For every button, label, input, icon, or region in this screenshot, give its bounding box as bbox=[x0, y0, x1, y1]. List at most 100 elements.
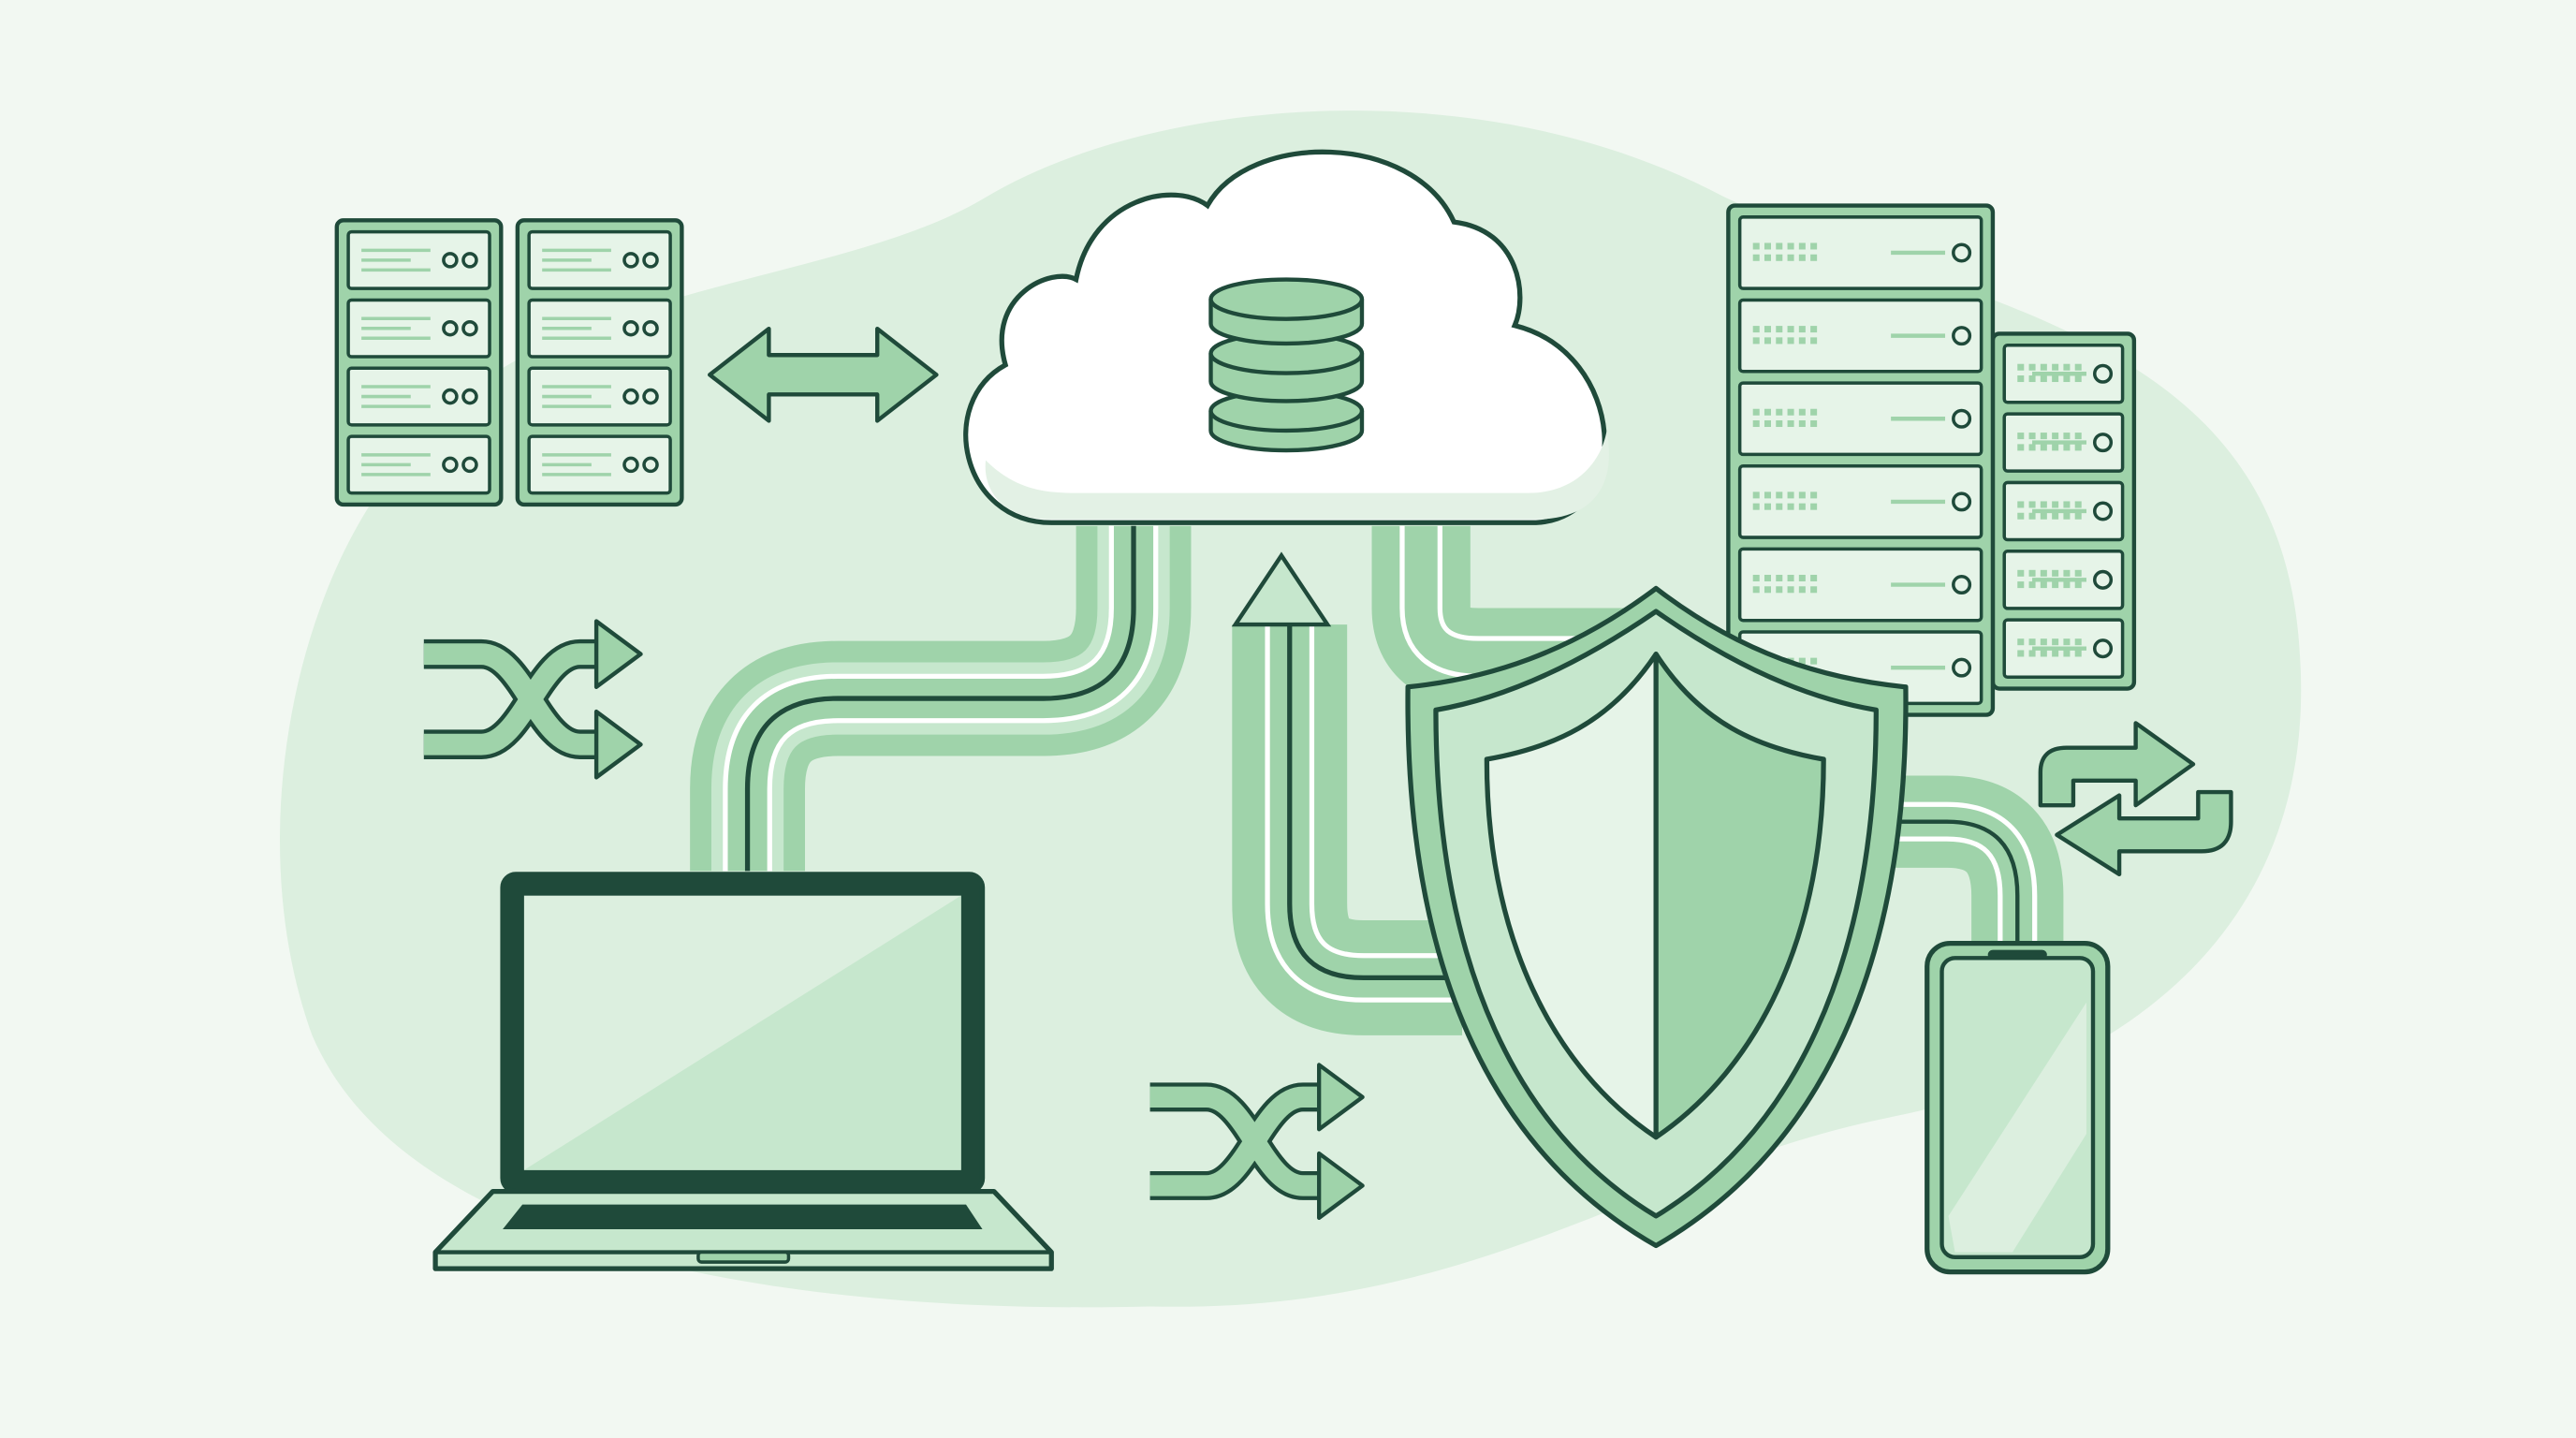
slot-vent bbox=[2063, 581, 2071, 589]
server-slot bbox=[527, 434, 672, 495]
slot-vent bbox=[2052, 638, 2059, 646]
double-arrow-icon bbox=[708, 326, 939, 423]
slot-vent bbox=[1776, 420, 1783, 428]
status-light bbox=[461, 388, 478, 405]
slot-vent bbox=[1787, 337, 1794, 345]
slot-vent bbox=[2052, 363, 2059, 371]
slot-vent bbox=[1776, 503, 1783, 510]
status-light bbox=[442, 252, 459, 269]
server-slot bbox=[346, 298, 491, 359]
slot-vent bbox=[2052, 650, 2059, 657]
slot-vent bbox=[2074, 433, 2082, 440]
slot-vent bbox=[2017, 569, 2025, 577]
slot-vent bbox=[2052, 569, 2059, 577]
slot-vent bbox=[2028, 375, 2036, 383]
slot-vent bbox=[1752, 574, 1760, 582]
status-light bbox=[642, 319, 659, 337]
slot-vent bbox=[1810, 492, 1818, 499]
slot-vent bbox=[1776, 337, 1783, 345]
slot-vent bbox=[1787, 420, 1794, 428]
slot-vent bbox=[1798, 586, 1806, 594]
slot-vent bbox=[1798, 657, 1806, 665]
slot-vent bbox=[1764, 420, 1771, 428]
status-light bbox=[2093, 569, 2114, 590]
status-light bbox=[2093, 363, 2114, 384]
slot-vent bbox=[2074, 569, 2082, 577]
slot-vent bbox=[1787, 326, 1794, 333]
server-slot bbox=[346, 366, 491, 427]
slot-vent bbox=[1752, 503, 1760, 510]
status-light bbox=[461, 252, 478, 269]
slot-vent bbox=[2074, 501, 2082, 508]
slot-vent bbox=[2028, 501, 2036, 508]
slot-vent bbox=[1798, 326, 1806, 333]
status-light bbox=[2093, 433, 2114, 453]
slot-vent bbox=[1764, 242, 1771, 250]
server-rack-icon bbox=[334, 218, 684, 507]
sync-arrows-icon bbox=[2038, 721, 2233, 877]
slot-vent bbox=[2028, 433, 2036, 440]
arrow-head bbox=[593, 709, 643, 780]
slot-vent bbox=[2063, 433, 2071, 440]
slot-vent bbox=[1764, 337, 1771, 345]
slot-vent bbox=[2017, 375, 2025, 383]
slot-vent bbox=[1787, 586, 1794, 594]
slot-vent bbox=[2017, 433, 2025, 440]
slot-vent bbox=[1810, 420, 1818, 428]
slot-vent bbox=[2052, 375, 2059, 383]
slot-vent bbox=[1752, 408, 1760, 416]
slot-vent bbox=[1798, 254, 1806, 261]
server-rack bbox=[515, 218, 684, 507]
server-rack bbox=[334, 218, 504, 507]
status-light bbox=[442, 319, 459, 337]
slot-vent bbox=[1798, 408, 1806, 416]
status-light bbox=[1952, 492, 1972, 512]
slot-vent bbox=[1787, 254, 1794, 261]
arrow-head bbox=[1317, 1063, 1365, 1132]
slot-vent bbox=[2028, 581, 2036, 589]
slot-vent bbox=[2074, 638, 2082, 646]
slot-vent bbox=[1810, 254, 1818, 261]
slot-vent bbox=[2063, 375, 2071, 383]
slot-vent bbox=[1764, 326, 1771, 333]
pipe-cloud-to-servers bbox=[1371, 525, 1644, 707]
slot-vent bbox=[2052, 581, 2059, 589]
slot-vent bbox=[1810, 242, 1818, 250]
server-slot bbox=[527, 298, 672, 359]
slot-vent bbox=[1764, 586, 1771, 594]
slot-vent bbox=[2074, 512, 2082, 520]
slot-vent bbox=[1798, 420, 1806, 428]
status-light bbox=[2093, 501, 2114, 521]
slot-vent bbox=[1764, 574, 1771, 582]
slot-vent bbox=[2040, 650, 2047, 657]
slot-vent bbox=[1764, 492, 1771, 499]
slot-vent bbox=[1776, 574, 1783, 582]
status-light bbox=[1952, 326, 1972, 346]
status-light bbox=[622, 456, 639, 474]
slot-vent bbox=[1776, 254, 1783, 261]
status-light bbox=[622, 388, 639, 405]
slot-vent bbox=[1810, 586, 1818, 594]
slot-vent bbox=[2040, 512, 2047, 520]
slot-vent bbox=[1752, 586, 1760, 594]
server-slot bbox=[527, 229, 672, 290]
shuffle-stroke bbox=[1149, 1086, 1327, 1196]
slot-vent bbox=[1787, 503, 1794, 510]
status-light bbox=[642, 252, 659, 269]
slot-vent bbox=[2052, 444, 2059, 451]
slot-vent bbox=[2063, 569, 2071, 577]
slot-vent bbox=[2017, 638, 2025, 646]
slot-vent bbox=[2074, 581, 2082, 589]
server-slot bbox=[346, 229, 491, 290]
slot-vent bbox=[2017, 501, 2025, 508]
slot-vent bbox=[1810, 574, 1818, 582]
slot-vent bbox=[1810, 657, 1818, 665]
status-light bbox=[622, 252, 639, 269]
slot-vent bbox=[1798, 503, 1806, 510]
slot-vent bbox=[2028, 569, 2036, 577]
pipe-cloud-to-laptop bbox=[690, 525, 1192, 872]
slot-vent bbox=[2028, 363, 2036, 371]
shuffle-icon bbox=[423, 619, 643, 780]
slot-vent bbox=[2074, 375, 2082, 383]
